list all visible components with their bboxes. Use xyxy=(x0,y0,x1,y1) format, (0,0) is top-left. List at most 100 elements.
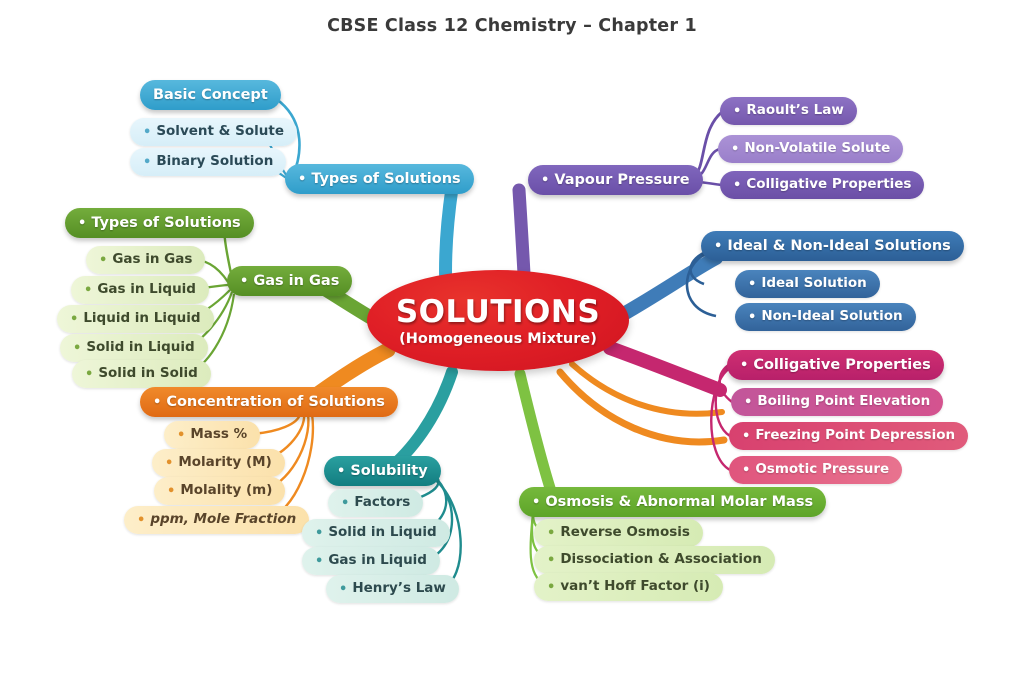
node-solid-in-solid[interactable]: • Solid in Solid xyxy=(72,360,211,388)
bullet-icon: • xyxy=(99,252,108,268)
node-label: Colligative Properties xyxy=(753,356,931,373)
node-label: van’t Hoff Factor (i) xyxy=(560,578,710,595)
bullet-icon: • xyxy=(341,495,350,511)
node-label: Solid in Liquid xyxy=(86,339,195,356)
node-label: Gas in Liquid xyxy=(328,552,427,569)
node-freezing-point-depression[interactable]: • Freezing Point Depression xyxy=(729,422,969,450)
node-solubility[interactable]: • Solubility xyxy=(324,456,441,486)
node-concentration-of-solutions[interactable]: • Concentration of Solutions xyxy=(140,387,398,417)
node-ppm-mole-fraction[interactable]: • ppm, Mole Fraction xyxy=(124,506,310,534)
node-solid-in-liquid-green[interactable]: • Solid in Liquid xyxy=(60,334,208,362)
bullet-icon: • xyxy=(742,428,751,444)
node-molality[interactable]: • Molality (m) xyxy=(154,477,286,505)
node-label: Types of Solutions xyxy=(91,214,241,231)
node-label: Solid in Liquid xyxy=(328,524,437,541)
node-label: Solvent & Solute xyxy=(156,123,284,140)
bullet-icon: • xyxy=(143,154,152,170)
node-gas-in-liquid-teal[interactable]: • Gas in Liquid xyxy=(302,547,440,575)
bullet-icon: • xyxy=(85,366,94,382)
bullet-icon: • xyxy=(143,124,152,140)
node-ideal-solution[interactable]: • Ideal Solution xyxy=(735,270,880,298)
node-solvent-and-solute[interactable]: • Solvent & Solute xyxy=(130,118,297,146)
node-label: Gas in Liquid xyxy=(97,281,196,298)
bullet-icon: • xyxy=(240,273,249,289)
node-raoults-law[interactable]: • Raoult’s Law xyxy=(720,97,857,125)
bullet-icon: • xyxy=(748,276,757,292)
bullet-icon: • xyxy=(731,141,740,157)
node-label: Non-Volatile Solute xyxy=(744,140,891,157)
bullet-icon: • xyxy=(70,311,79,327)
node-label: Types of Solutions xyxy=(311,170,461,187)
node-label: Binary Solution xyxy=(156,153,274,170)
node-label: Liquid in Liquid xyxy=(83,310,201,327)
central-node[interactable]: SOLUTIONS (Homogeneous Mixture) xyxy=(367,270,629,371)
node-label: Non-Ideal Solution xyxy=(761,308,903,325)
node-label: Freezing Point Depression xyxy=(755,427,956,444)
node-label: Raoult’s Law xyxy=(746,102,844,119)
node-liquid-in-liquid[interactable]: • Liquid in Liquid xyxy=(57,305,214,333)
bullet-icon: • xyxy=(165,455,174,471)
bullet-icon: • xyxy=(167,483,176,499)
node-gas-in-gas-child[interactable]: • Gas in Gas xyxy=(86,246,206,274)
node-label: Osmotic Pressure xyxy=(755,461,890,478)
bullet-icon: • xyxy=(78,215,87,231)
node-gas-in-liquid-green[interactable]: • Gas in Liquid xyxy=(71,276,209,304)
bullet-icon: • xyxy=(298,171,307,187)
node-boiling-point-elevation[interactable]: • Boiling Point Elevation xyxy=(731,388,944,416)
bullet-icon: • xyxy=(733,103,742,119)
bullet-icon: • xyxy=(315,525,324,541)
node-label: Basic Concept xyxy=(153,86,268,103)
node-solid-in-liquid-teal[interactable]: • Solid in Liquid xyxy=(302,519,450,547)
bullet-icon: • xyxy=(733,177,742,193)
bullet-icon: • xyxy=(337,463,346,479)
node-label: Mass % xyxy=(190,426,248,443)
node-label: Ideal & Non-Ideal Solutions xyxy=(727,237,951,254)
node-molarity[interactable]: • Molarity (M) xyxy=(152,449,285,477)
node-label: Molality (m) xyxy=(180,482,273,499)
node-ideal-non-ideal-solutions[interactable]: • Ideal & Non-Ideal Solutions xyxy=(701,231,964,261)
node-types-of-solutions-green[interactable]: • Types of Solutions xyxy=(65,208,254,238)
bullet-icon: • xyxy=(742,462,751,478)
bullet-icon: • xyxy=(177,427,186,443)
node-osmosis-abnormal-molar-mass[interactable]: • Osmosis & Abnormal Molar Mass xyxy=(519,487,827,517)
node-label: Concentration of Solutions xyxy=(166,393,385,410)
node-gas-in-gas-parent[interactable]: • Gas in Gas xyxy=(227,266,353,296)
node-binary-solution[interactable]: • Binary Solution xyxy=(130,148,287,176)
node-label: Molarity (M) xyxy=(178,454,272,471)
bullet-icon: • xyxy=(73,340,82,356)
node-dissociation-association[interactable]: • Dissociation & Association xyxy=(534,546,775,574)
node-label: Colligative Properties xyxy=(746,176,912,193)
node-non-ideal-solution[interactable]: • Non-Ideal Solution xyxy=(735,303,916,331)
node-basic-concept[interactable]: Basic Concept xyxy=(140,80,281,110)
node-vant-hoff-factor[interactable]: • van’t Hoff Factor (i) xyxy=(534,573,723,601)
central-node-subtitle: (Homogeneous Mixture) xyxy=(399,331,597,347)
bullet-icon: • xyxy=(714,238,723,254)
node-label: Vapour Pressure xyxy=(554,171,690,188)
bullet-icon: • xyxy=(532,494,541,510)
node-colligative-properties-pink[interactable]: • Colligative Properties xyxy=(727,350,944,380)
bullet-icon: • xyxy=(315,553,324,569)
node-label: Henry’s Law xyxy=(352,580,446,597)
node-reverse-osmosis[interactable]: • Reverse Osmosis xyxy=(534,519,703,547)
node-vapour-pressure[interactable]: • Vapour Pressure xyxy=(528,165,703,195)
node-label: Factors xyxy=(354,494,411,511)
node-label: Osmosis & Abnormal Molar Mass xyxy=(545,493,814,510)
node-label: ppm, Mole Fraction xyxy=(150,511,297,528)
node-label: Gas in Gas xyxy=(253,272,340,289)
node-types-of-solutions-cyan[interactable]: • Types of Solutions xyxy=(285,164,474,194)
node-mass-percent[interactable]: • Mass % xyxy=(164,421,261,449)
node-henrys-law[interactable]: • Henry’s Law xyxy=(326,575,459,603)
bullet-icon: • xyxy=(137,512,146,528)
node-label: Dissociation & Association xyxy=(560,551,762,568)
node-non-volatile-solute[interactable]: • Non-Volatile Solute xyxy=(718,135,904,163)
bullet-icon: • xyxy=(547,579,556,595)
bullet-icon: • xyxy=(84,282,93,298)
node-colligative-properties-purple[interactable]: • Colligative Properties xyxy=(720,171,925,199)
bullet-icon: • xyxy=(153,394,162,410)
central-node-title: SOLUTIONS xyxy=(395,294,601,330)
node-label: Solubility xyxy=(350,462,428,479)
node-label: Solid in Solid xyxy=(98,365,198,382)
node-factors[interactable]: • Factors xyxy=(328,489,424,517)
node-osmotic-pressure[interactable]: • Osmotic Pressure xyxy=(729,456,903,484)
node-label: Boiling Point Elevation xyxy=(757,393,931,410)
